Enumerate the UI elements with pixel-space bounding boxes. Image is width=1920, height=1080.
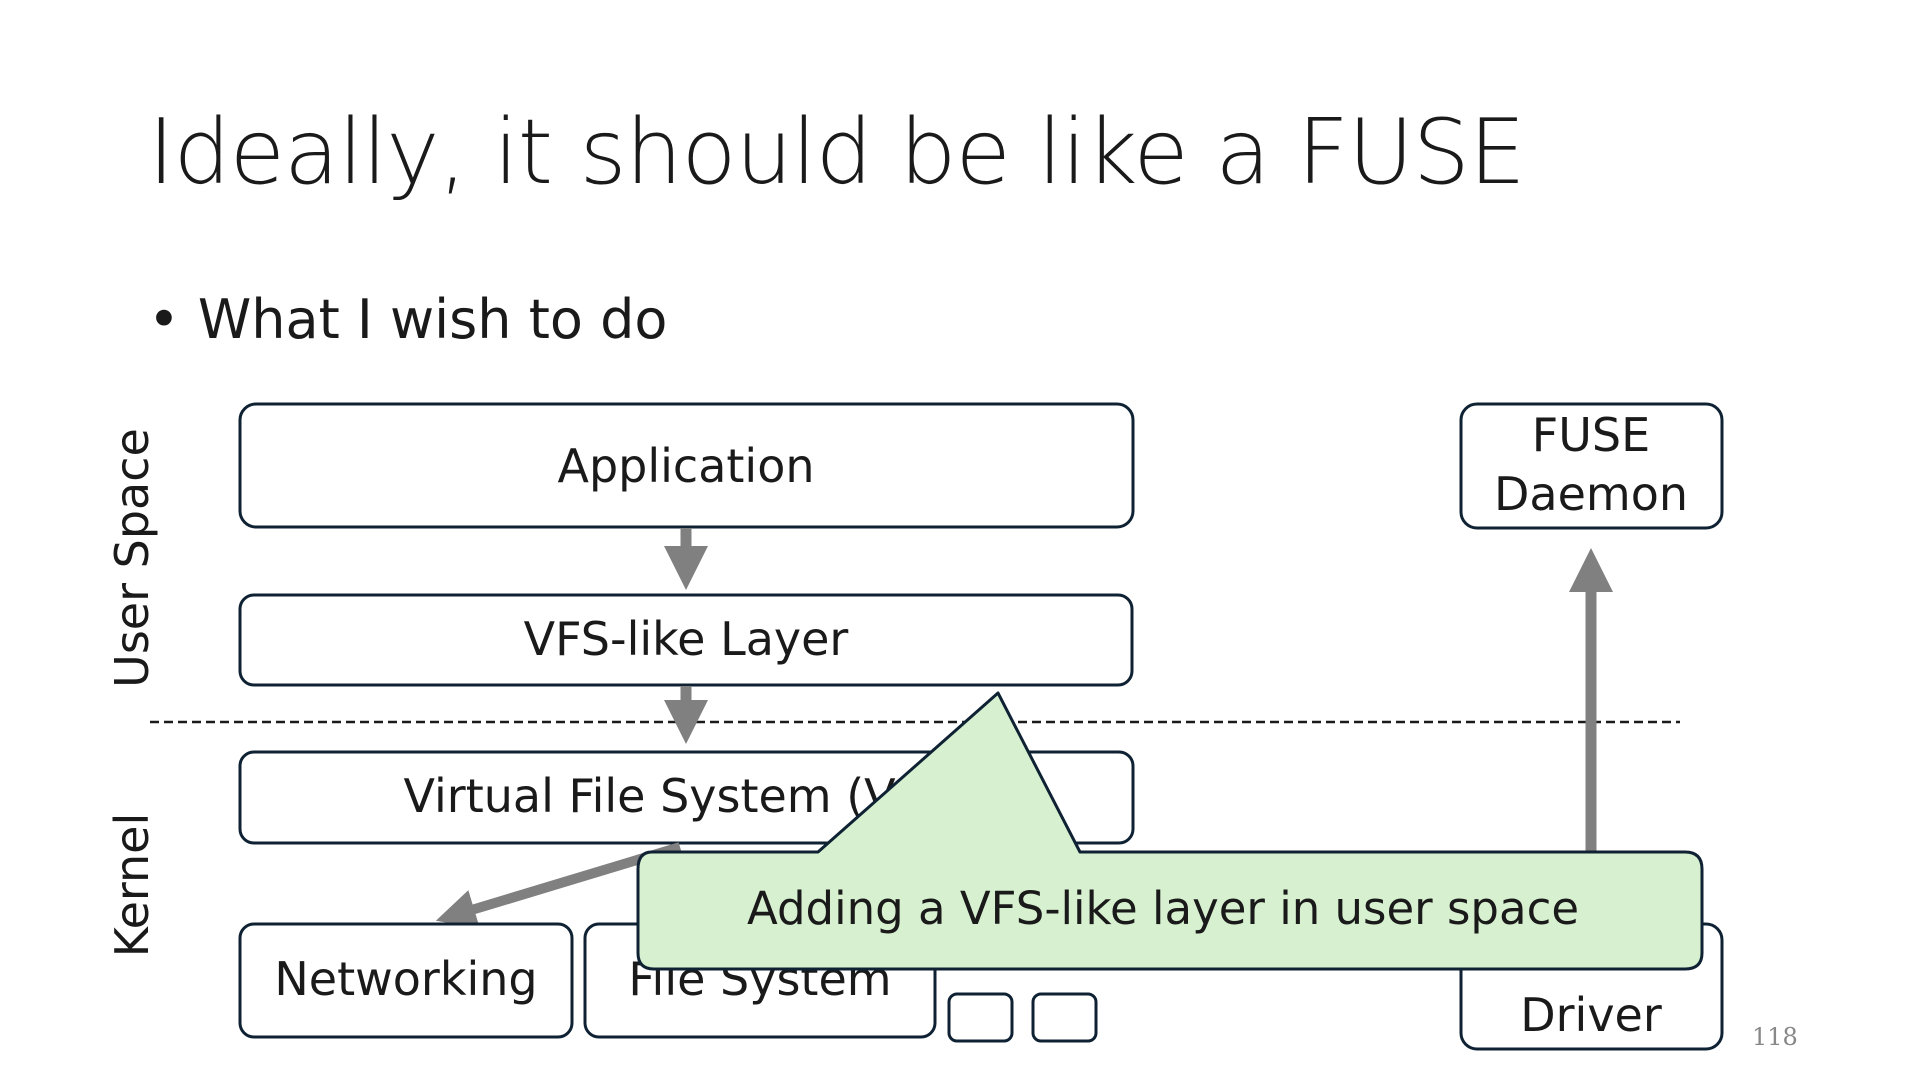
slide-title: Ideally, it should be like a FUSE [148,100,1526,205]
user-space-label: User Space [105,428,159,688]
networking-label: Networking [274,952,537,1006]
bullet-marker: • [148,288,180,351]
fuse-daemon-label-line1: FUSE [1532,408,1650,462]
application-label: Application [557,439,814,493]
kernel-label: Kernel [105,813,159,958]
bullet-item: • What I wish to do [148,288,667,351]
callout-text: Adding a VFS-like layer in user space [747,882,1579,935]
fuse-daemon-box [1459,402,1724,530]
vfs-like-layer-box [238,593,1134,687]
small-box-2 [1031,992,1098,1043]
fuse-driver-label-line2: Driver [1520,988,1662,1042]
fuse-daemon-label-line2: Daemon [1494,467,1688,521]
small-box-1 [947,992,1014,1043]
vfs-like-layer-label: VFS-like Layer [524,612,849,666]
page-number: 118 [1752,1023,1798,1051]
callout-bubble [636,691,1704,971]
networking-box [238,922,574,1039]
bullet-text: What I wish to do [197,288,668,351]
application-box [238,402,1135,529]
